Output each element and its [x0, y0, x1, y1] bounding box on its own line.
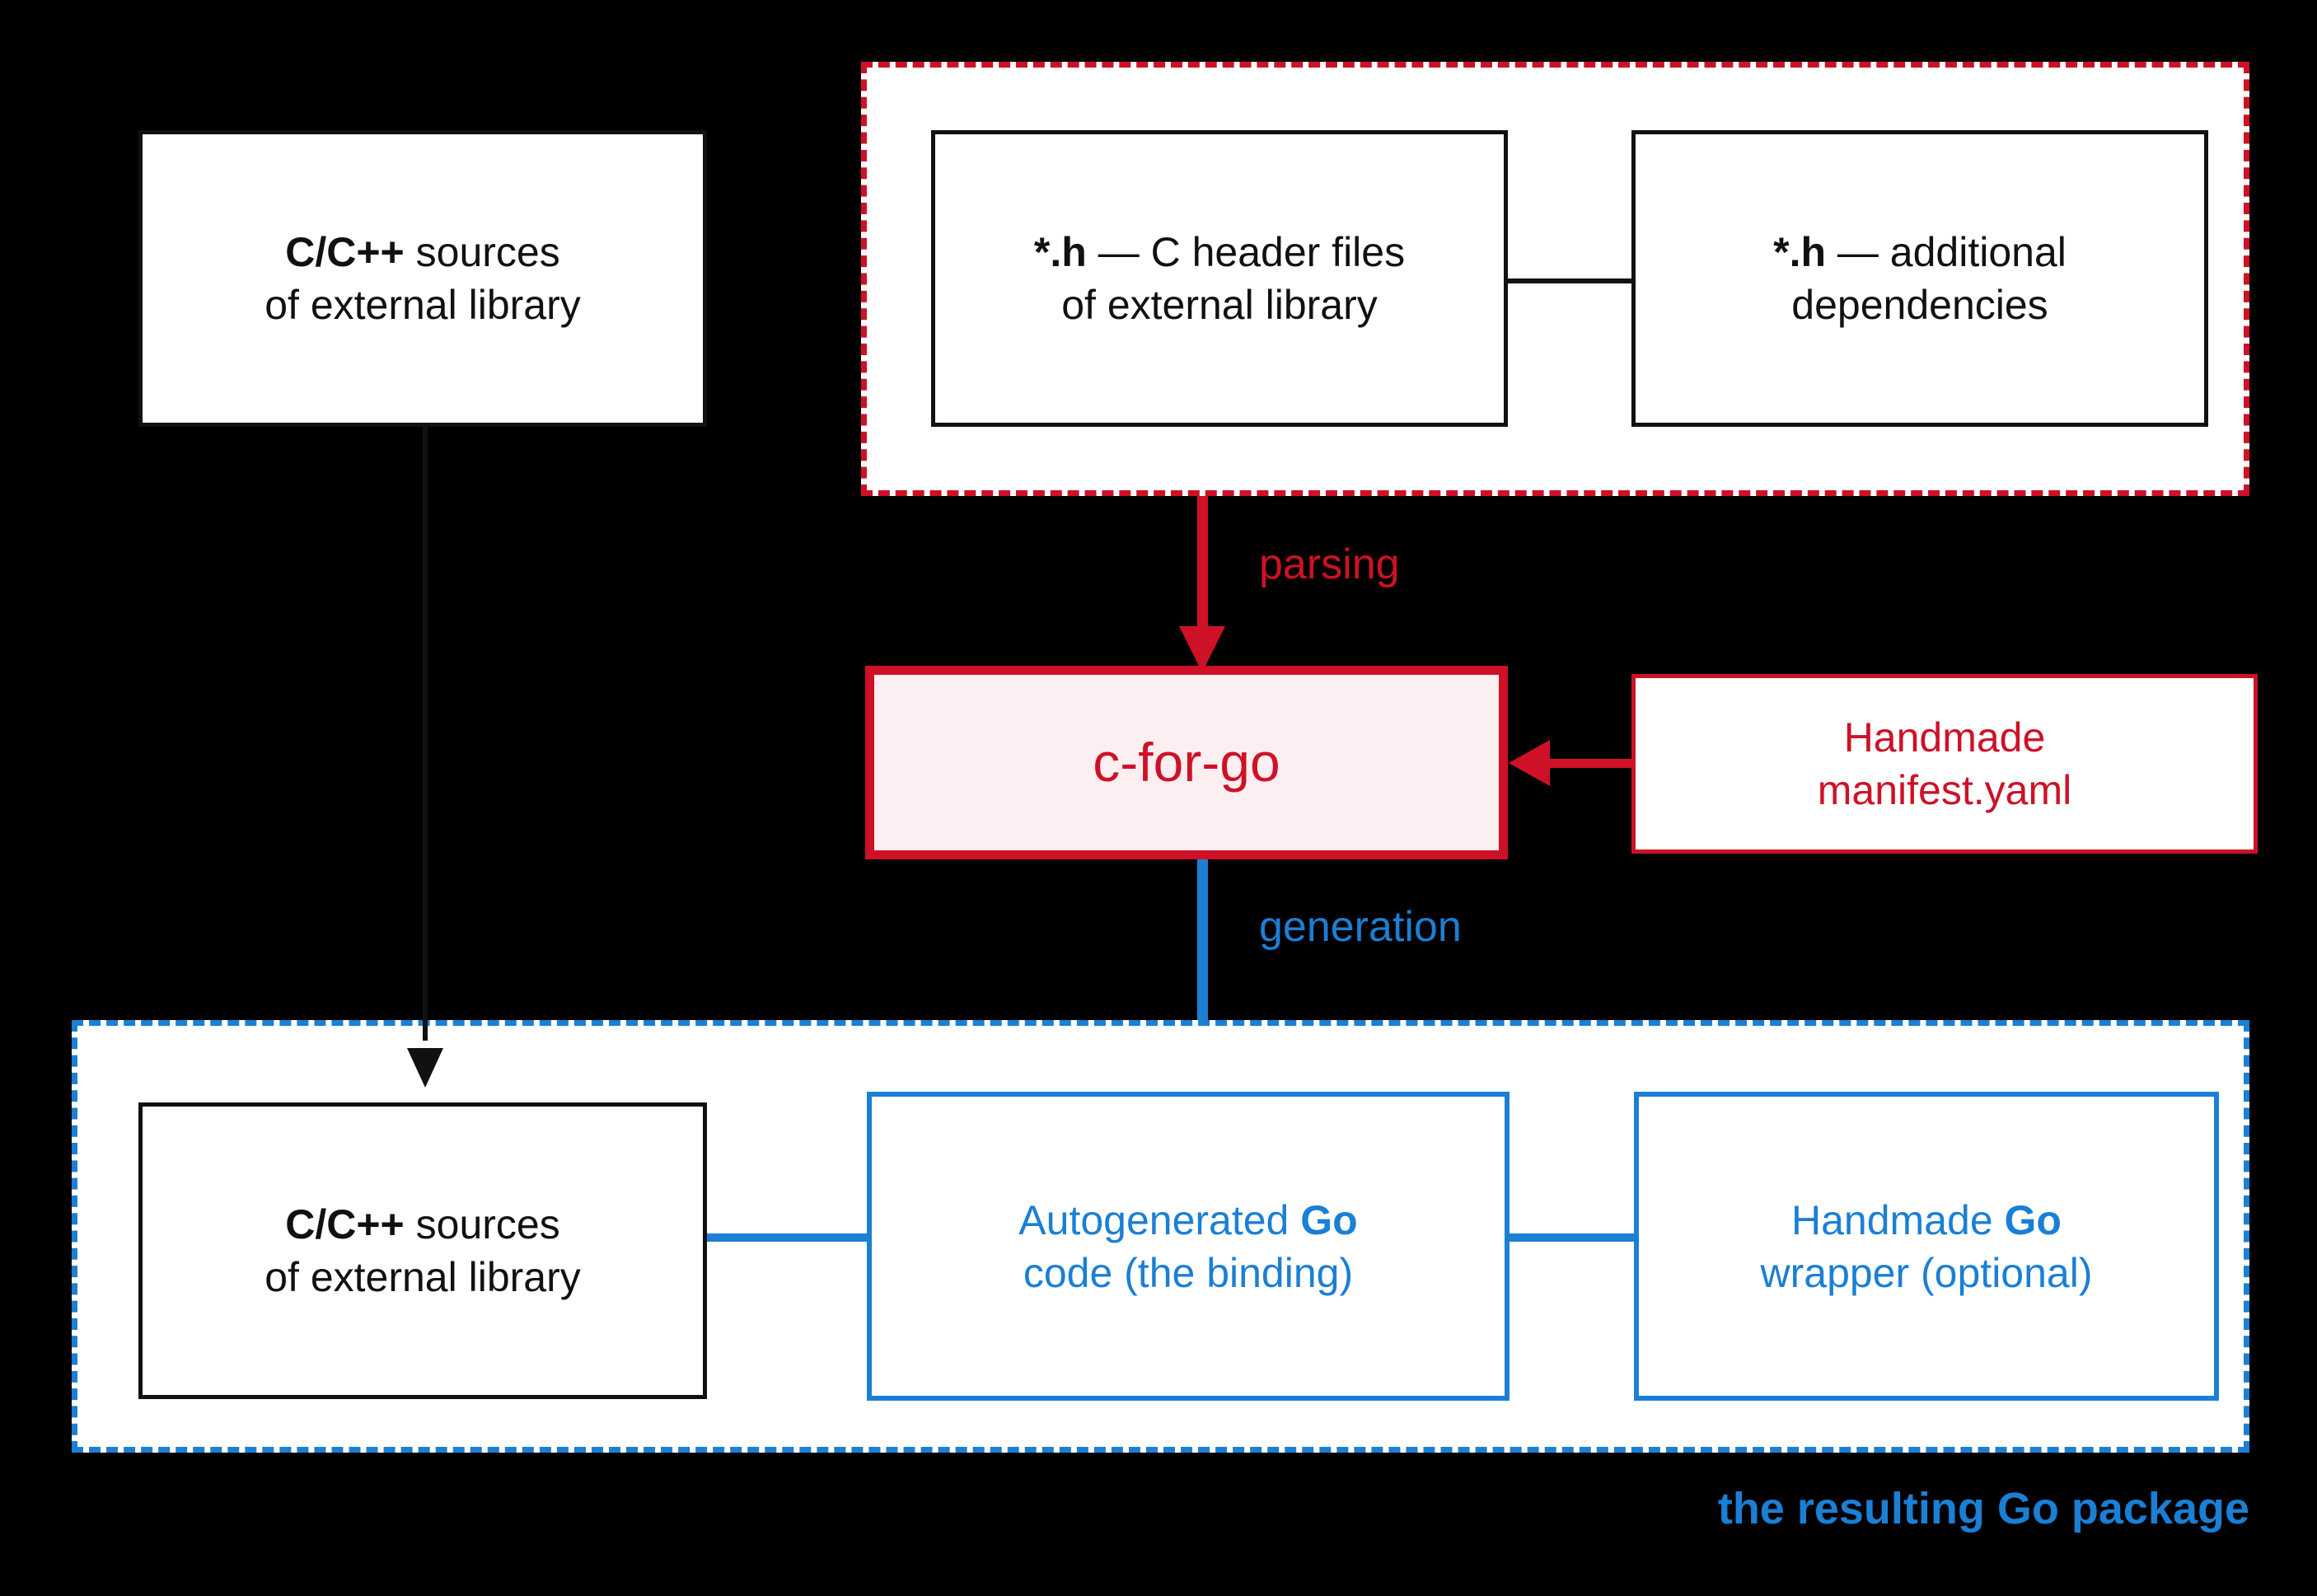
node-c-header-files-text: *.h — C header files of external library	[1034, 226, 1405, 331]
node-c-header-files: *.h — C header files of external library	[931, 130, 1508, 427]
node-handmade-go-wrapper: Handmade Go wrapper (optional)	[1634, 1092, 2219, 1401]
parsing-arrow-head	[1179, 626, 1225, 672]
parsing-arrow-shaft	[1197, 496, 1208, 648]
node-c-sources-top: C/C++ sources of external library	[138, 130, 707, 427]
node-c-sources-top-line2: of external library	[264, 282, 581, 328]
node-c-sources-bottom-line2: of external library	[264, 1254, 581, 1300]
node-autogenerated-go-line2: code (the binding)	[1023, 1249, 1354, 1296]
node-c-sources-bottom: C/C++ sources of external library	[138, 1102, 707, 1399]
node-additional-deps: *.h — additional dependencies	[1631, 130, 2208, 427]
node-additional-deps-line1-rest: — additional	[1826, 229, 2067, 275]
node-manifest-yaml-line1: Handmade	[1843, 714, 2046, 761]
edge-label-parsing: parsing	[1259, 541, 1400, 588]
connector-headers	[1504, 278, 1634, 283]
node-c-header-files-line1-bold: *.h	[1033, 229, 1087, 275]
node-autogenerated-go-text: Autogenerated Go code (the binding)	[1018, 1194, 1357, 1299]
node-manifest-yaml: Handmade manifest.yaml	[1631, 674, 2258, 854]
connector-autogen-to-handmade	[1506, 1233, 1636, 1242]
generation-arrow-shaft	[1197, 859, 1208, 1065]
node-autogenerated-go: Autogenerated Go code (the binding)	[867, 1092, 1510, 1401]
node-c-header-files-line2: of external library	[1061, 282, 1378, 328]
node-c-header-files-line1-rest: — C header files	[1086, 229, 1406, 275]
node-manifest-yaml-line2: manifest.yaml	[1817, 767, 2072, 813]
node-additional-deps-line2: dependencies	[1791, 282, 2048, 328]
node-c-sources-top-text: C/C++ sources of external library	[264, 226, 581, 331]
node-manifest-yaml-text: Handmade manifest.yaml	[1818, 711, 2071, 817]
node-handmade-go-line1-bold: Go	[2004, 1196, 2062, 1243]
node-c-sources-top-line1-bold: C/C++	[285, 229, 405, 275]
node-c-sources-bottom-line1-bold: C/C++	[285, 1201, 405, 1247]
node-c-for-go: c-for-go	[865, 666, 1508, 859]
diagram-caption: the resulting Go package	[1717, 1484, 2249, 1533]
node-c-sources-top-line1-rest: sources	[404, 229, 560, 275]
c-sources-arrow-shaft	[423, 427, 428, 1041]
edge-label-generation: generation	[1259, 903, 1462, 951]
node-autogenerated-go-line1-rest: Autogenerated	[1018, 1196, 1301, 1243]
node-additional-deps-text: *.h — additional dependencies	[1773, 226, 2067, 331]
node-autogenerated-go-line1-bold: Go	[1300, 1196, 1358, 1243]
node-additional-deps-line1-bold: *.h	[1773, 229, 1827, 275]
c-sources-arrow-head	[407, 1048, 443, 1088]
node-c-sources-bottom-text: C/C++ sources of external library	[264, 1198, 581, 1303]
manifest-arrow-shaft	[1549, 759, 1635, 768]
node-c-for-go-label: c-for-go	[1093, 732, 1280, 793]
node-handmade-go-line1-rest: Handmade	[1791, 1196, 2005, 1243]
node-c-sources-bottom-line1-rest: sources	[404, 1201, 560, 1247]
node-handmade-go-line2: wrapper (optional)	[1760, 1249, 2093, 1296]
connector-sources-to-autogen	[704, 1233, 869, 1242]
manifest-arrow-head	[1509, 740, 1550, 786]
node-handmade-go-wrapper-text: Handmade Go wrapper (optional)	[1761, 1194, 2093, 1299]
